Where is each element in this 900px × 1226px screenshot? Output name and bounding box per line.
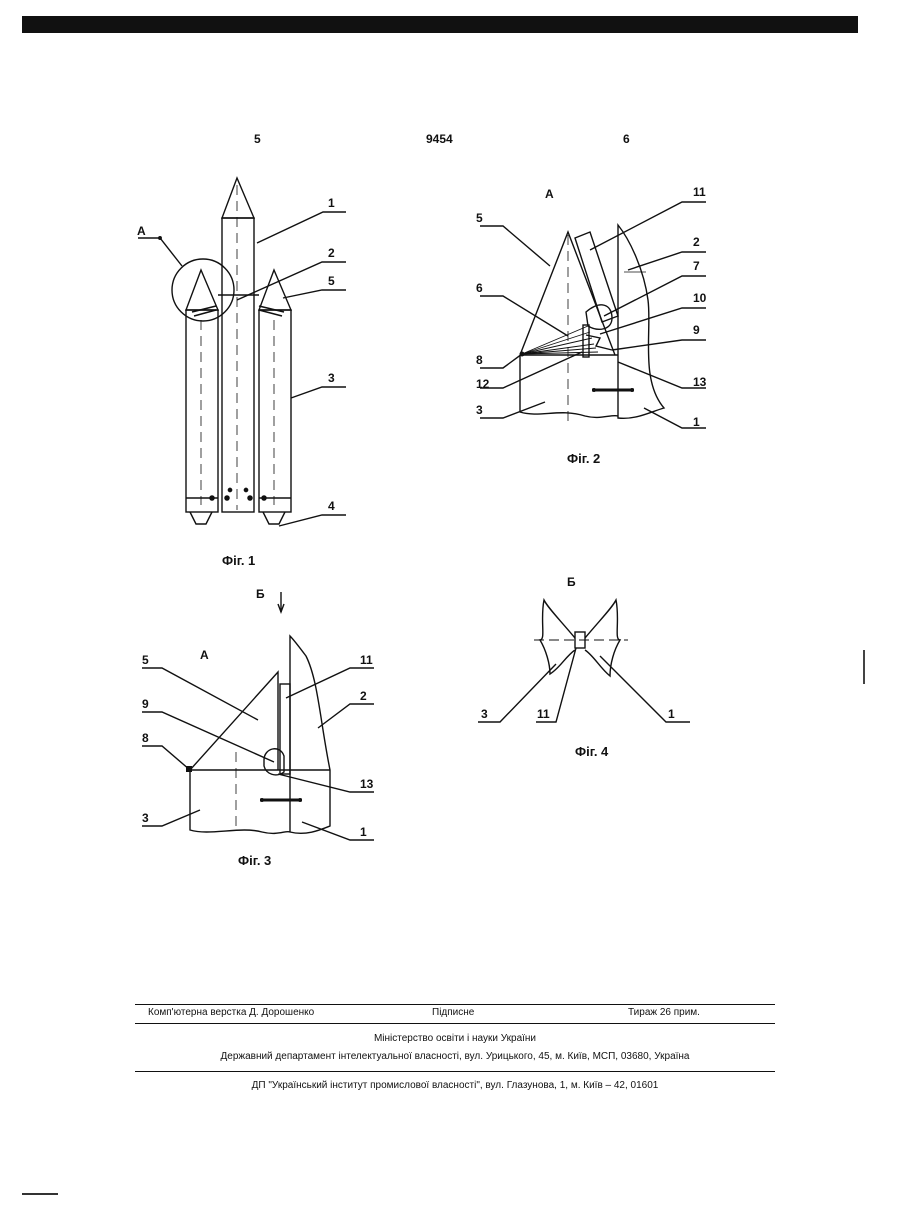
fig4-callout-3: 3 [481,707,488,721]
footer-rule-top [135,1004,775,1005]
corner-mark [22,1193,58,1195]
fig4-right-lobe [585,600,620,676]
margin-mark [863,650,865,684]
footer-typesetter: Комп'ютерна верстка Д. Дорошенко [148,1007,314,1018]
footer-institute: ДП "Український інститут промислової вла… [135,1080,775,1091]
footer-subscription: Підписне [432,1007,474,1018]
fig4-caption: Фіг. 4 [575,744,609,759]
footer-rule-bottom [135,1071,775,1072]
footer-rule-middle [135,1023,775,1024]
footer-ministry: Міністерство освіти і науки України [135,1033,775,1044]
fig4-callout-11: 11 [537,707,550,721]
fig4-label-b: Б [567,575,576,589]
footer-department: Державний департамент інтелектуальної вл… [135,1051,775,1062]
footer-circulation: Тираж 26 прим. [628,1007,700,1018]
fig4-left-lobe [540,600,575,674]
fig4-callout-1: 1 [668,707,675,721]
